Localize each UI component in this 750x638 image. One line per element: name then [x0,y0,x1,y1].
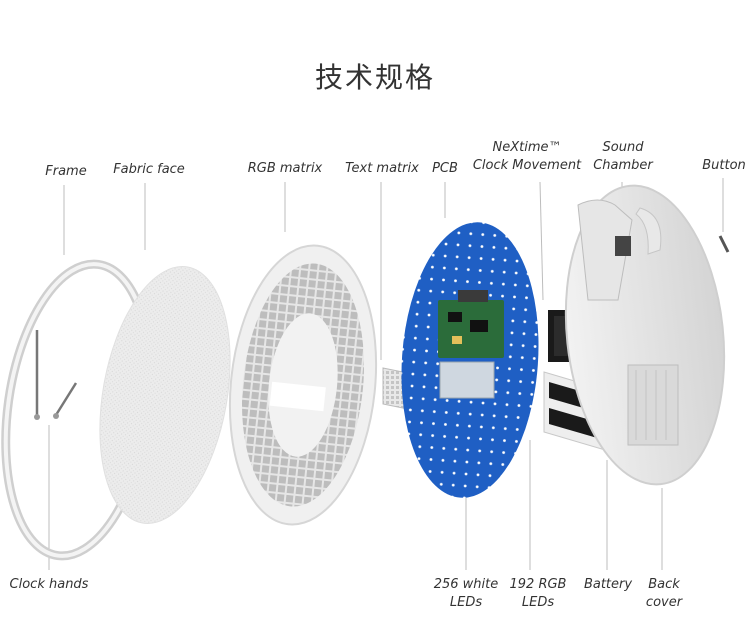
label-battery: Battery [583,577,633,592]
label-text-matrix: Text matrix [345,161,419,176]
label-fabric-face: Fabric face [113,162,185,177]
clock-hands [34,330,78,420]
label-clock-hands: Clock hands [9,577,89,592]
label-clock-movement: NeXtime™ Clock Movement [472,140,582,173]
label-rgb-matrix: RGB matrix [247,161,323,176]
rgb-matrix-disc [228,244,378,526]
pcb-board [401,222,539,498]
sound-chamber [577,199,662,301]
leader-movement [539,181,544,301]
label-frame: Frame [45,164,87,179]
label-pcb: PCB [432,161,458,176]
label-sound-chamber: Sound Chamber [593,140,653,173]
label-256-white-leds: 256 white LEDs [433,577,499,610]
button-part [718,235,730,253]
label-192-rgb-leds: 192 RGB LEDs [509,577,567,610]
label-back-cover: Back cover [645,577,683,610]
label-button: Button [702,158,746,173]
fabric-face-disc [99,266,231,524]
page-title: 技术规格 [314,61,435,94]
